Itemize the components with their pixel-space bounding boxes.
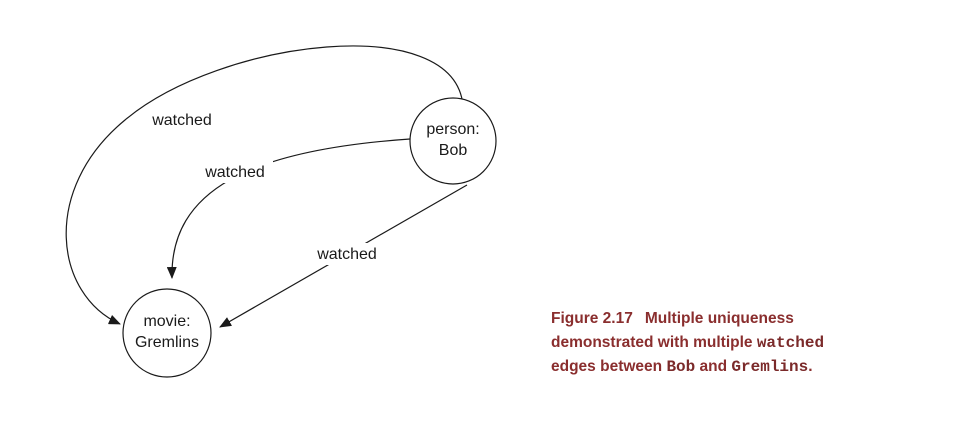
node-movie-gremlins: movie: Gremlins bbox=[122, 288, 212, 378]
node-movie-type: movie: bbox=[143, 313, 190, 330]
node-person-type: person: bbox=[426, 121, 479, 138]
node-person-bob: person: Bob bbox=[409, 97, 497, 185]
svg-text:watched: watched bbox=[204, 164, 265, 181]
caption-code-bob: Bob bbox=[666, 358, 696, 376]
edge-watched-outer bbox=[65, 45, 464, 325]
edge-label-outer: watched bbox=[144, 108, 220, 130]
caption-code-watched: watched bbox=[756, 334, 825, 352]
caption-end: . bbox=[808, 358, 813, 375]
edge-label-middle: watched bbox=[197, 161, 273, 183]
edge-label-straight: watched bbox=[309, 243, 385, 265]
caption-line1: Multiple uniqueness bbox=[644, 310, 794, 327]
figure-caption: Figure 2.17 Multiple uniqueness demonstrat… bbox=[551, 307, 951, 379]
figure-number: Figure 2.17 bbox=[551, 310, 633, 327]
node-person-name: Bob bbox=[439, 142, 468, 159]
caption-line3b: and bbox=[695, 358, 732, 375]
caption-line3a: edges between bbox=[551, 358, 667, 375]
svg-text:watched: watched bbox=[316, 246, 377, 263]
caption-line2: demonstrated with multiple bbox=[551, 334, 757, 351]
svg-text:watched: watched bbox=[151, 112, 212, 129]
caption-code-gremlins: Gremlins bbox=[731, 358, 809, 376]
node-movie-name: Gremlins bbox=[135, 334, 199, 351]
